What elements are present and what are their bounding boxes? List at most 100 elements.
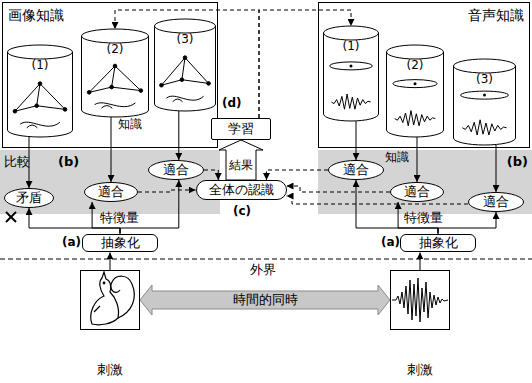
arrow-line [420, 252, 421, 270]
knowledge-cylinder: (3) [154, 19, 216, 111]
ellipse-shape [391, 183, 444, 202]
arrow-line [356, 180, 438, 234]
squirrel-eye [103, 282, 105, 284]
panel-title: (b) [507, 155, 528, 170]
boundary-line [0, 259, 532, 260]
structure-model [13, 82, 67, 113]
stimulus-box: 刺激 [390, 270, 450, 330]
connector [398, 202, 438, 234]
connector [120, 180, 179, 234]
cross-stroke [6, 212, 16, 222]
knowledge-cylinder: (2) [386, 45, 444, 137]
dashed-arrow [259, 10, 351, 118]
model-joint [35, 104, 39, 108]
region-label: 外界 [250, 263, 276, 278]
model-joint [110, 85, 114, 89]
callout-number: (2) [386, 59, 444, 73]
cyl-outline [81, 29, 149, 117]
result-ellipse: 適合 [468, 192, 524, 212]
callout-letter: (a) [62, 236, 81, 250]
cyl-outline [323, 26, 379, 121]
squirrel-body [91, 272, 119, 325]
model-joint [139, 89, 143, 93]
model-link [161, 80, 208, 86]
model-link [15, 106, 65, 112]
knowledge-cylinder: (1) [7, 45, 73, 137]
callout-letter: (d) [222, 97, 242, 111]
connector [115, 10, 259, 118]
arrow-line [92, 202, 120, 234]
sound-waveform [331, 94, 370, 109]
model-link [115, 66, 141, 91]
sound-disc [461, 91, 509, 99]
callout-number: (3) [154, 33, 216, 47]
ellipse-shape [329, 161, 384, 180]
sound-disc-centre [483, 94, 486, 97]
sound-waveform [395, 111, 436, 126]
cylinder-body [387, 45, 444, 137]
callout-number: (2) [81, 43, 149, 57]
cross-stroke [6, 212, 16, 222]
cylinder-rim [324, 33, 379, 40]
panel-title: 音声知識 [468, 7, 524, 23]
callout-number: (b) [58, 155, 79, 170]
callout-number: (1) [7, 59, 73, 73]
comparison-region-fill [0, 150, 220, 214]
feature-label: 特徴量 [100, 211, 139, 226]
connector [219, 140, 263, 180]
ellipse-shape [149, 161, 204, 180]
structure-model [160, 56, 211, 87]
ellipse-outline [148, 160, 204, 180]
sound-disc [393, 80, 437, 88]
connector [356, 180, 438, 234]
node-label: 刺激 [97, 363, 123, 378]
connector [110, 252, 111, 270]
model-joint [160, 83, 164, 87]
panel-title: 比較 [4, 155, 30, 170]
connector [140, 285, 390, 315]
stimulus-box: 刺激 [80, 270, 140, 330]
knowledge-label: 知識 [385, 151, 409, 165]
model-joint [63, 108, 67, 112]
feature-label: 特徴量 [404, 211, 443, 226]
structure-model [87, 64, 142, 94]
node-label: 全体の認識 [209, 183, 274, 198]
connector [266, 170, 328, 180]
process-box: 抽象化 [82, 234, 158, 253]
edge-label: 時間的同時 [233, 293, 298, 307]
model-joint [207, 82, 211, 86]
model-link [37, 84, 40, 106]
sound-disc-centre [350, 64, 353, 67]
node-label: 適合 [483, 195, 509, 210]
node-label: 適合 [98, 185, 124, 200]
process-box: 学習 [211, 118, 271, 140]
node-label: 適合 [343, 163, 369, 178]
dashed-arrow [266, 170, 328, 180]
model-link [112, 66, 115, 87]
connector [178, 111, 179, 160]
node-label: 刺激 [407, 363, 433, 378]
model-link [40, 84, 65, 110]
ellipse-outline [468, 192, 524, 212]
node-label: 学習 [228, 122, 254, 137]
process-box: 抽象化 [400, 234, 476, 253]
cylinder-body [155, 19, 216, 111]
knowledge-cylinder: (1) [323, 26, 379, 121]
node-label: 適合 [163, 163, 189, 178]
block-arrow [219, 140, 263, 180]
arrow-line [111, 117, 112, 182]
connector [420, 252, 421, 270]
ellipse-shape [85, 183, 138, 202]
knowledge-cylinder: (2) [81, 29, 149, 117]
cyl-outline [7, 45, 73, 137]
ellipse-outline [84, 182, 138, 202]
arrow-line [398, 202, 438, 234]
ellipse-outline [390, 182, 444, 202]
ellipse-shape [5, 189, 54, 208]
result-ellipse: 適合 [328, 160, 384, 180]
arrow-line [417, 137, 418, 182]
dashed-arrow [287, 186, 391, 192]
connector [204, 170, 218, 180]
